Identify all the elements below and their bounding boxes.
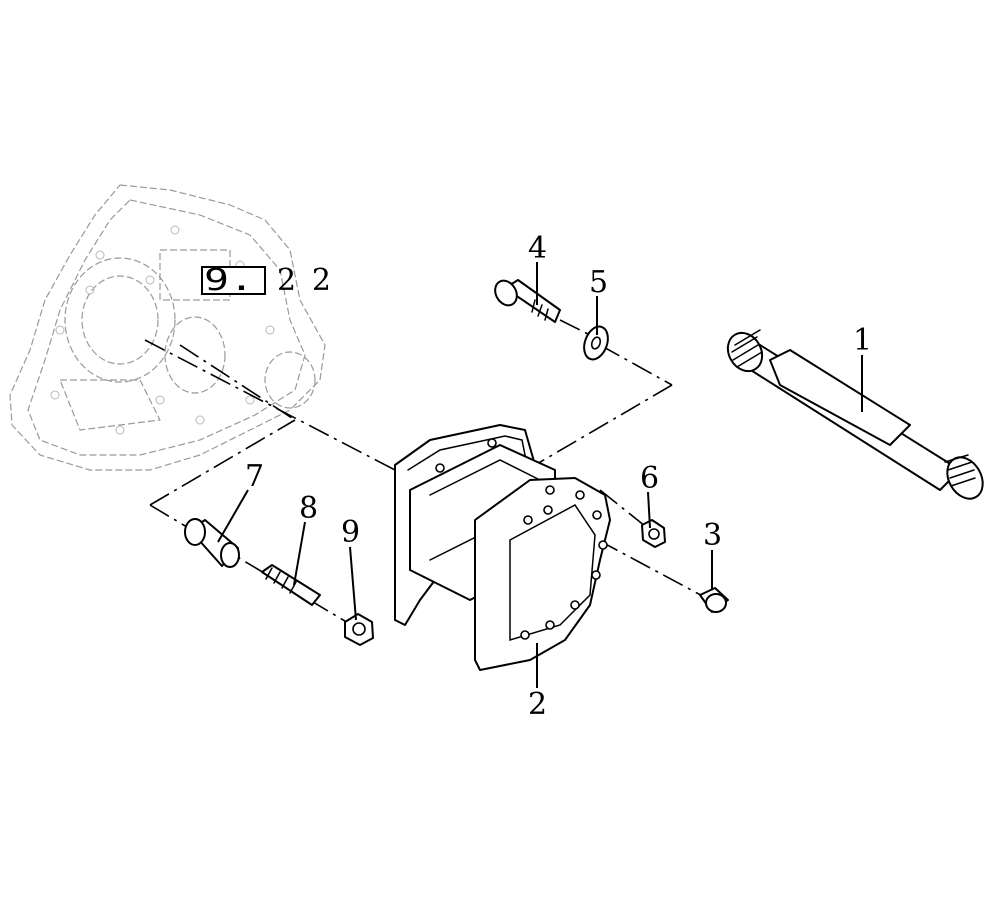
- reference-box: [201, 266, 266, 295]
- callout-1: 1: [853, 323, 872, 358]
- leader-6: [647, 491, 651, 529]
- callout-4: 4: [528, 231, 547, 266]
- reference-boxed-text: 9.: [204, 263, 254, 298]
- callout-labels: 1 2 3 4 5 6 7 8 9: [245, 231, 872, 722]
- part-7-spacer: [184, 518, 240, 568]
- part-5-washer: [583, 325, 609, 361]
- callout-2: 2: [528, 687, 547, 722]
- callout-9: 9: [341, 515, 360, 550]
- callout-5: 5: [589, 265, 608, 300]
- assembly-axes: [144, 319, 711, 631]
- part-8-stud: [261, 564, 321, 606]
- callout-6: 6: [640, 461, 659, 496]
- leader-7: [217, 489, 249, 543]
- leader-8: [293, 521, 306, 586]
- part-4-bolt: [494, 279, 561, 323]
- callout-7: 7: [245, 459, 264, 494]
- ghost-transmission-housing: [9, 184, 326, 471]
- reference-figure-label: 9. 2 2: [201, 263, 331, 298]
- part-3-dowel-pin: [699, 587, 729, 613]
- part-2-housing: [394, 424, 611, 671]
- callout-8: 8: [299, 491, 318, 526]
- part-6-nut: [641, 519, 666, 548]
- leader-9: [349, 546, 357, 621]
- part-1-splined-shaft: [726, 329, 984, 500]
- callout-3: 3: [703, 518, 722, 553]
- leader-lines: [217, 262, 863, 688]
- reference-trailing-text: 2 2: [277, 263, 331, 298]
- part-9-nut: [344, 613, 374, 646]
